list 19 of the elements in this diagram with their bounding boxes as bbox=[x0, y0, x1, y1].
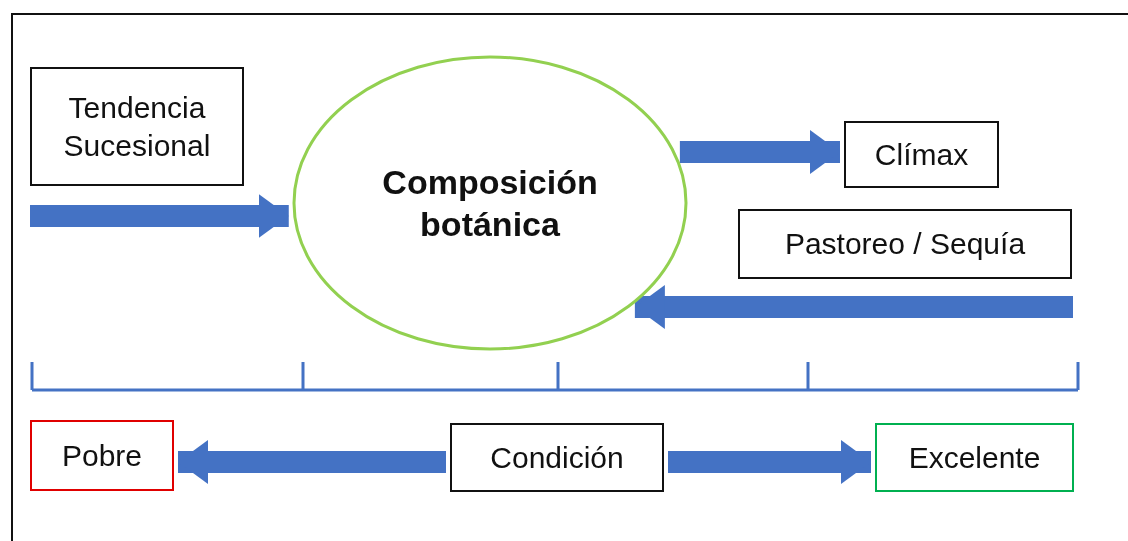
label-box bbox=[30, 67, 244, 186]
node-label: Tendencia Sucesional bbox=[62, 90, 212, 164]
node-label: Excelente bbox=[908, 439, 1041, 476]
label-box bbox=[875, 423, 1074, 492]
block-arrow bbox=[679, 130, 840, 174]
block-arrow bbox=[30, 194, 289, 238]
node-label: Pobre bbox=[61, 437, 143, 474]
label-box bbox=[844, 121, 999, 188]
block-arrow bbox=[668, 440, 871, 484]
ellipse-node bbox=[292, 55, 688, 351]
node-label: Condición bbox=[490, 439, 624, 476]
block-arrow bbox=[178, 440, 446, 484]
label-box bbox=[738, 209, 1072, 279]
label-box bbox=[30, 420, 174, 491]
node-label: Pastoreo / Sequía bbox=[784, 226, 1026, 263]
node-label: Composición botánica bbox=[381, 161, 599, 245]
label-box bbox=[450, 423, 664, 492]
block-arrow bbox=[634, 285, 1073, 329]
node-label: Clímax bbox=[874, 136, 969, 173]
